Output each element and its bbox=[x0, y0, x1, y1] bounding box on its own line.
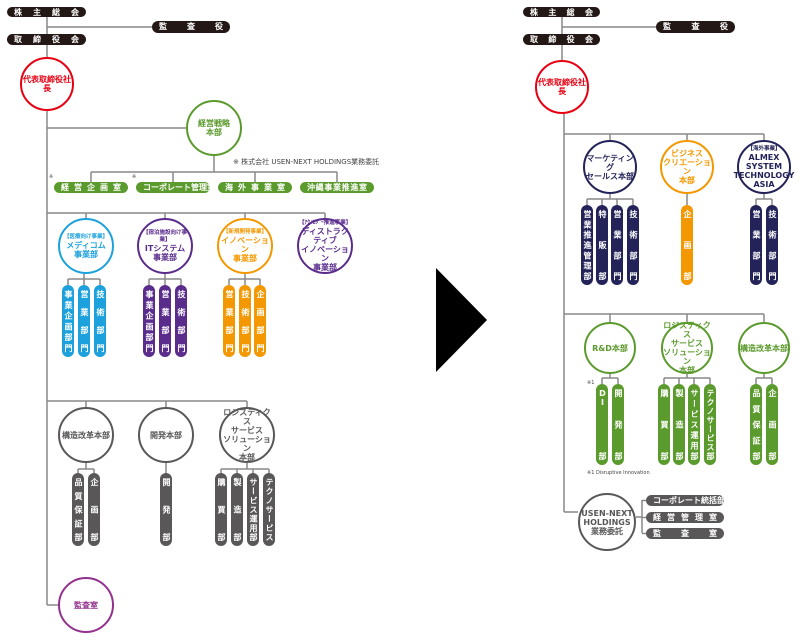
unit-name: 代表取締役社長 bbox=[23, 75, 71, 93]
office-box: 海外事業室 bbox=[218, 182, 292, 193]
department-box: 製造部 bbox=[673, 384, 685, 465]
unit-tag: 【ｱｸﾉﾛｼﾞｰ推進事業】 bbox=[299, 220, 352, 226]
unit-name: ビジネス クリエーション 本部 bbox=[663, 149, 711, 185]
department-box: 開発部 bbox=[160, 473, 172, 546]
department-box: 購買部 bbox=[658, 384, 670, 465]
board-of-directors: 取締役会 bbox=[523, 34, 600, 45]
business-unit-circle: マーケティング セールス本部 bbox=[583, 140, 637, 194]
auditor: 監査役 bbox=[656, 21, 735, 33]
department-box: サービス運用部 bbox=[688, 384, 700, 465]
board-of-directors: 取締役会 bbox=[7, 34, 86, 45]
department-box: DI部 bbox=[596, 384, 608, 465]
department-box: 事業企画部門 bbox=[62, 285, 74, 357]
unit-name: マーケティング セールス本部 bbox=[586, 153, 634, 181]
president-circle: 代表取締役社長 bbox=[20, 57, 74, 111]
department-box: 特販部 bbox=[596, 205, 608, 285]
department-box: 営業部門 bbox=[78, 285, 90, 357]
department-box: 購買部 bbox=[215, 473, 227, 546]
unit-name: ITシステム 事業部 bbox=[144, 244, 186, 262]
department-box: 営業推進管理部 bbox=[581, 205, 593, 285]
shareholders-meeting: 株主総会 bbox=[7, 7, 86, 17]
division-circle: 構造改革本部 bbox=[58, 407, 114, 463]
holdings-dept-box: 監査室 bbox=[646, 528, 724, 539]
business-unit-circle: 【ｱｸﾉﾛｼﾞｰ推進事業】ディストラクティブ イノベーション 事業部 bbox=[297, 218, 353, 274]
division-circle: R&D本部 bbox=[584, 322, 636, 374]
business-unit-circle: 【宿泊施設向け事業】ITシステム 事業部 bbox=[137, 218, 193, 274]
footnote: ※1 Disruptive Innovation bbox=[587, 470, 650, 476]
unit-name: 代表取締役社長 bbox=[538, 78, 586, 96]
holdings-circle: USEN-NEXT HOLDINGS 業務委託 bbox=[578, 493, 636, 551]
unit-tag: 【新規開発事業】 bbox=[222, 229, 267, 235]
unit-name: 構造改革本部 bbox=[62, 430, 110, 440]
outsourcing-note: ※ 株式会社 USEN-NEXT HOLDINGS業務委託 bbox=[233, 158, 380, 166]
department-box: テクノサービス部 bbox=[704, 384, 716, 465]
unit-name: イノベーション 事業部 bbox=[221, 236, 269, 263]
audit-office-circle: 監査室 bbox=[58, 577, 114, 633]
department-box: 営業部門 bbox=[159, 285, 171, 357]
division-circle: 開発本部 bbox=[138, 407, 194, 463]
division-circle: 構造改革本部 bbox=[738, 322, 790, 374]
note-mark: ※ bbox=[132, 174, 137, 180]
department-box: 開発部 bbox=[612, 384, 624, 465]
office-box: コーポレート管理室 bbox=[136, 182, 210, 193]
office-box: 経営企画室 bbox=[54, 182, 128, 193]
holdings-dept-box: コーポレート統括部 bbox=[646, 495, 724, 506]
unit-name: 構造改革本部 bbox=[740, 343, 788, 353]
department-box: 企画部門 bbox=[254, 285, 266, 357]
auditor: 監査役 bbox=[152, 21, 230, 33]
department-box: 企画部 bbox=[681, 205, 693, 285]
unit-tag: 【海外事業】 bbox=[747, 145, 781, 152]
department-box: 製造部 bbox=[231, 473, 243, 546]
business-unit-circle: 【医療向け事業】メディコム 事業部 bbox=[58, 218, 114, 274]
department-box: 営業部門 bbox=[750, 205, 762, 285]
department-box: 営業部門 bbox=[611, 205, 623, 285]
office-box: 沖縄事業推進室 bbox=[300, 182, 374, 193]
unit-name: ディストラクティブ イノベーション 事業部 bbox=[301, 227, 349, 272]
department-box: サービス運用部 bbox=[247, 473, 259, 546]
unit-name: R&D本部 bbox=[592, 343, 628, 353]
department-box: 営業部門 bbox=[223, 285, 235, 357]
department-box: テクノサービス部 bbox=[263, 473, 275, 546]
department-box: 技術部門 bbox=[766, 205, 778, 285]
unit-name: 開発本部 bbox=[150, 430, 182, 440]
department-box: 品質保証部 bbox=[72, 473, 84, 546]
unit-name: ALMEX SYSTEM TECHNOLOGY ASIA bbox=[733, 152, 795, 189]
business-unit-circle: 【海外事業】ALMEX SYSTEM TECHNOLOGY ASIA bbox=[734, 140, 794, 194]
unit-name: 経営戦略 本部 bbox=[198, 119, 230, 137]
department-box: 技術部門 bbox=[175, 285, 187, 357]
business-unit-circle: ビジネス クリエーション 本部 bbox=[660, 140, 714, 194]
footnote-mark: ※1 bbox=[587, 380, 595, 386]
division-circle: ロジスティクス サービス ソリューション 本部 bbox=[661, 321, 713, 375]
department-box: 品質保証部 bbox=[750, 384, 762, 465]
holdings-dept-box: 経営管理室 bbox=[646, 512, 724, 523]
unit-name: 監査室 bbox=[74, 600, 98, 610]
shareholders-meeting: 株主総会 bbox=[523, 7, 600, 17]
business-unit-circle: 【新規開発事業】イノベーション 事業部 bbox=[217, 218, 273, 274]
department-box: 企画部 bbox=[766, 384, 778, 465]
department-box: 技術部門 bbox=[239, 285, 251, 357]
division-circle: ロジスティクス サービス ソリューション 本部 bbox=[219, 407, 275, 463]
unit-tag: 【医療向け事業】 bbox=[63, 233, 108, 240]
unit-name: メディコム 事業部 bbox=[66, 240, 106, 259]
note-mark: ※ bbox=[49, 174, 54, 180]
department-box: 事業企画部門 bbox=[143, 285, 155, 357]
strategy-hq-circle: 経営戦略 本部 bbox=[186, 100, 242, 156]
unit-name: USEN-NEXT HOLDINGS 業務委託 bbox=[581, 508, 633, 536]
department-box: 技術部門 bbox=[94, 285, 106, 357]
president-circle: 代表取締役社長 bbox=[535, 60, 589, 114]
unit-name: ロジスティクス サービス ソリューション 本部 bbox=[223, 408, 271, 462]
department-box: 企画部 bbox=[88, 473, 100, 546]
unit-tag: 【宿泊施設向け事業】 bbox=[142, 230, 187, 243]
transition-arrow-icon bbox=[436, 268, 487, 372]
department-box: 技術部門 bbox=[627, 205, 639, 285]
unit-name: ロジスティクス サービス ソリューション 本部 bbox=[663, 321, 711, 375]
